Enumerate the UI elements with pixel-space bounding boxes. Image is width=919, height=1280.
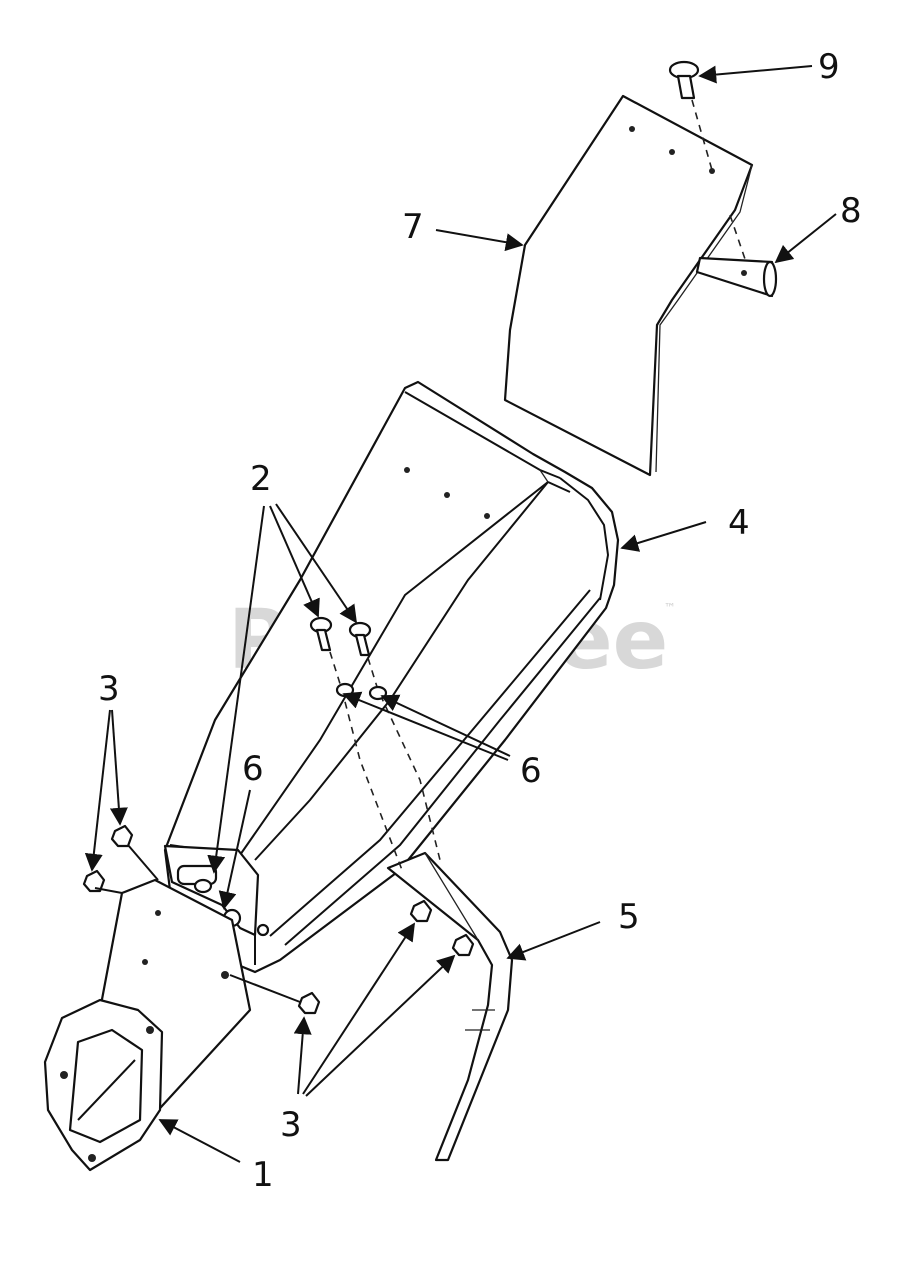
carriage-bolt — [668, 60, 747, 263]
callout-7: 7 — [402, 207, 424, 247]
callout-3-left: 3 — [98, 669, 120, 709]
callout-9: 9 — [818, 47, 840, 87]
callout-2: 2 — [250, 459, 272, 499]
callout-5: 5 — [618, 897, 640, 937]
callout-1: 1 — [252, 1155, 274, 1195]
chute-base-adapter — [43, 878, 252, 1172]
callout-3-bottom: 3 — [280, 1105, 302, 1145]
deflector-plate — [503, 94, 754, 477]
callout-6-left: 6 — [242, 749, 264, 789]
callout-numbers: 1 2 3 3 4 5 6 6 7 8 9 — [98, 47, 862, 1195]
callout-4: 4 — [728, 503, 750, 543]
nuts — [82, 824, 475, 1015]
deflector-handle — [695, 256, 778, 298]
callout-6-right: 6 — [520, 751, 542, 791]
discharge-chute — [163, 380, 620, 974]
leader-lines — [84, 65, 837, 1163]
bolt-right — [348, 621, 372, 657]
bolt-left — [309, 616, 333, 652]
callout-8: 8 — [840, 191, 862, 231]
watermark-trademark: ™ — [664, 601, 676, 615]
support-bracket — [386, 851, 514, 1162]
bolts — [309, 616, 441, 871]
